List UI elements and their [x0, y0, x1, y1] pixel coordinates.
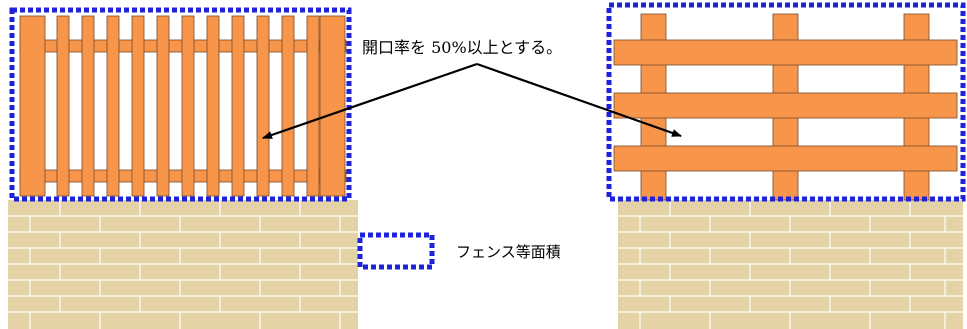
- legend-label: フェンス等面積: [456, 243, 561, 261]
- right-fence-horizontal-boards: [613, 13, 958, 201]
- fence-board: [613, 92, 958, 119]
- fence-picket: [256, 15, 270, 197]
- fence-picket: [306, 15, 320, 197]
- fence-board: [613, 145, 958, 172]
- arrow-to-left-fence: [262, 62, 478, 140]
- arrow-to-right-fence: [476, 62, 682, 138]
- fence-picket: [19, 15, 46, 197]
- left-fence-area-outline: [9, 7, 352, 202]
- fence-picket: [231, 15, 245, 197]
- annotation-arrows: [262, 62, 682, 140]
- fence-picket: [106, 15, 120, 197]
- fence-picket: [206, 15, 220, 197]
- fence-picket: [181, 15, 195, 197]
- right-fence-area-outline: [606, 2, 966, 202]
- fence-picket: [281, 15, 295, 197]
- annotation-text: 開口率を 50%以上とする。: [362, 38, 562, 57]
- left-fence-vertical-pickets: [19, 15, 347, 197]
- legend: フェンス等面積: [357, 232, 561, 270]
- fence-picket: [131, 15, 145, 197]
- fence-picket: [319, 15, 346, 197]
- legend-swatch: [357, 232, 435, 270]
- fence-picket: [81, 15, 95, 197]
- fence-picket: [156, 15, 170, 197]
- fence-picket: [56, 15, 70, 197]
- right-brick-wall: [618, 200, 963, 329]
- left-brick-wall: [8, 200, 358, 329]
- fence-board: [613, 39, 958, 66]
